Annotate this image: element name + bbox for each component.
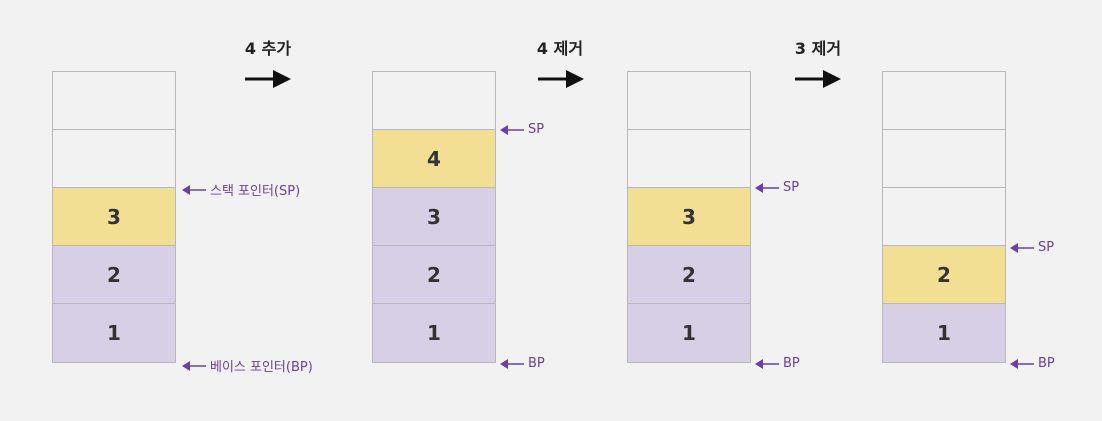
stack-cell: 1 [373, 304, 495, 362]
left-arrow-icon [1010, 242, 1034, 253]
bp-pointer: BP [1010, 356, 1055, 371]
stack-cell-top: 2 [883, 246, 1005, 304]
sp-pointer: 스택 포인터(SP) [182, 180, 300, 199]
stack-cell: 2 [373, 246, 495, 304]
bp-label: BP [1038, 356, 1055, 371]
stack-cell: 3 [373, 188, 495, 246]
bp-pointer: BP [500, 356, 545, 371]
sp-label: SP [528, 122, 545, 137]
stack-cell: 1 [53, 304, 175, 362]
bp-label: BP [528, 356, 545, 371]
step-label: 3 제거 [794, 39, 842, 58]
stack-cell [883, 188, 1005, 246]
stack-cell-top: 3 [53, 188, 175, 246]
stack-1: 3 2 1 [52, 71, 176, 363]
step-add-4: 4 추가 [223, 35, 313, 59]
stack-cell [883, 72, 1005, 130]
stack-cell [53, 130, 175, 188]
stack-cell [628, 130, 750, 188]
left-arrow-icon [500, 358, 524, 369]
left-arrow-icon [755, 182, 779, 193]
stack-cell: 2 [53, 246, 175, 304]
stack-cell: 1 [883, 304, 1005, 362]
stack-cell-top: 4 [373, 130, 495, 188]
stack-cell [628, 72, 750, 130]
step-remove-4: 4 제거 [515, 35, 605, 59]
stack-cell-top: 3 [628, 188, 750, 246]
left-arrow-icon [500, 124, 524, 135]
sp-pointer: SP [500, 122, 544, 137]
right-arrow-icon [538, 70, 584, 88]
left-arrow-icon [1010, 358, 1034, 369]
stack-cell: 2 [628, 246, 750, 304]
left-arrow-icon [182, 360, 206, 371]
bp-label: BP [783, 356, 800, 371]
right-arrow-icon [245, 70, 291, 88]
sp-label: SP [1038, 240, 1055, 255]
stack-2: 4 3 2 1 [372, 71, 496, 363]
sp-pointer: SP [1010, 240, 1054, 255]
bp-pointer: 베이스 포인터(BP) [182, 356, 313, 375]
stack-cell [373, 72, 495, 130]
stack-cell [883, 130, 1005, 188]
bp-label: 베이스 포인터(BP) [210, 360, 313, 375]
stack-3: 3 2 1 [627, 71, 751, 363]
bp-pointer: BP [755, 356, 800, 371]
sp-pointer: SP [755, 180, 799, 195]
stack-cell [53, 72, 175, 130]
left-arrow-icon [182, 184, 206, 195]
sp-label: SP [783, 180, 800, 195]
stack-4: 2 1 [882, 71, 1006, 363]
left-arrow-icon [755, 358, 779, 369]
step-label: 4 추가 [244, 39, 292, 58]
step-label: 4 제거 [536, 39, 584, 58]
stack-cell: 1 [628, 304, 750, 362]
sp-label: 스택 포인터(SP) [210, 184, 301, 199]
step-remove-3: 3 제거 [773, 35, 863, 59]
right-arrow-icon [795, 70, 841, 88]
